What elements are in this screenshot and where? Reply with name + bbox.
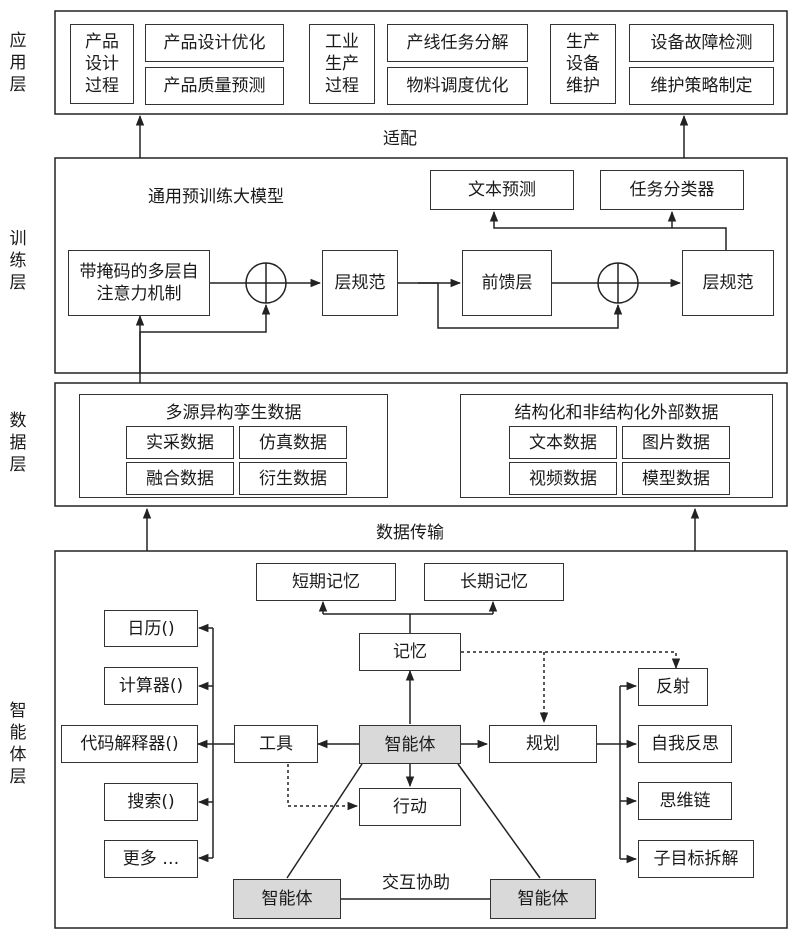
application-layer-label: 应用层 bbox=[9, 31, 27, 95]
long-term-memory-box: 长期记忆 bbox=[424, 563, 564, 601]
external-data-group bbox=[460, 394, 773, 498]
layer-norm-box: 层规范 bbox=[682, 250, 774, 316]
tool-item-box: 更多 … bbox=[104, 840, 198, 878]
feedforward-box: 前馈层 bbox=[462, 250, 552, 316]
data-item-box: 视频数据 bbox=[509, 462, 617, 495]
interaction-label: 交互协助 bbox=[382, 873, 450, 893]
task-classifier-box: 任务分类器 bbox=[600, 170, 744, 210]
tool-item-box: 日历() bbox=[104, 610, 198, 647]
data-item-box: 融合数据 bbox=[126, 462, 234, 495]
twin-data-group bbox=[79, 394, 388, 498]
adapt-label: 适配 bbox=[383, 129, 417, 149]
chain-of-thought-box: 思维链 bbox=[638, 782, 732, 820]
subgoal-decomposition-box: 子目标拆解 bbox=[638, 840, 754, 878]
pretrained-model-title: 通用预训练大模型 bbox=[148, 187, 284, 207]
material-scheduling-optimization-box: 物料调度优化 bbox=[387, 67, 528, 105]
data-item-box: 文本数据 bbox=[509, 426, 617, 459]
application-layer-frame bbox=[54, 10, 788, 115]
agent-layer-frame bbox=[54, 550, 788, 929]
maintenance-strategy-box: 维护策略制定 bbox=[629, 67, 774, 105]
memory-box: 记忆 bbox=[359, 633, 461, 671]
data-item-box: 图片数据 bbox=[622, 426, 730, 459]
text-prediction-box: 文本预测 bbox=[430, 170, 574, 210]
agent-center-box: 智能体 bbox=[359, 725, 461, 764]
tool-item-box: 代码解释器() bbox=[61, 725, 198, 763]
product-design-optimization-box: 产品设计优化 bbox=[145, 24, 284, 62]
data-layer-label: 数据层 bbox=[9, 411, 27, 475]
self-reflection-box: 自我反思 bbox=[638, 725, 732, 763]
product-quality-prediction-box: 产品质量预测 bbox=[145, 67, 284, 105]
masked-self-attention-box: 带掩码的多层自注意力机制 bbox=[68, 250, 210, 316]
tool-item-box: 搜索() bbox=[104, 783, 198, 821]
interaction-line bbox=[457, 763, 541, 879]
reflection-box: 反射 bbox=[638, 668, 708, 706]
memory-reflect-dotted bbox=[461, 651, 681, 670]
tool-box: 工具 bbox=[234, 725, 318, 763]
equipment-maintenance-box: 生产设备维护 bbox=[550, 24, 616, 104]
tool-action-dotted bbox=[287, 764, 359, 811]
external-data-title: 结构化和非结构化外部数据 bbox=[514, 403, 719, 423]
agent-right-box: 智能体 bbox=[490, 879, 596, 919]
industrial-production-process-box: 工业生产过程 bbox=[309, 24, 375, 104]
line-task-decomposition-box: 产线任务分解 bbox=[387, 24, 528, 62]
agent-left-box: 智能体 bbox=[233, 879, 341, 919]
layer-norm-box: 层规范 bbox=[322, 250, 398, 316]
data-item-box: 衍生数据 bbox=[239, 462, 347, 495]
data-item-box: 实采数据 bbox=[126, 426, 234, 459]
data-transfer-label: 数据传输 bbox=[376, 523, 444, 543]
twin-data-title: 多源异构孪生数据 bbox=[165, 403, 302, 423]
training-layer-frame bbox=[54, 157, 788, 374]
action-box: 行动 bbox=[359, 788, 461, 826]
data-layer-frame bbox=[54, 382, 788, 507]
interaction-line bbox=[286, 763, 363, 879]
data-item-box: 仿真数据 bbox=[239, 426, 347, 459]
product-design-process-box: 产品设计过程 bbox=[70, 24, 134, 104]
equipment-fault-detection-box: 设备故障检测 bbox=[629, 24, 774, 62]
residual-line bbox=[418, 282, 623, 329]
data-item-box: 模型数据 bbox=[622, 462, 730, 495]
training-layer-label: 训练层 bbox=[9, 229, 27, 293]
agent-layer-label: 智能体层 bbox=[9, 701, 27, 787]
planning-box: 规划 bbox=[489, 725, 597, 763]
tool-item-box: 计算器() bbox=[104, 667, 198, 705]
head-line bbox=[489, 210, 727, 250]
short-term-memory-box: 短期记忆 bbox=[256, 563, 396, 601]
